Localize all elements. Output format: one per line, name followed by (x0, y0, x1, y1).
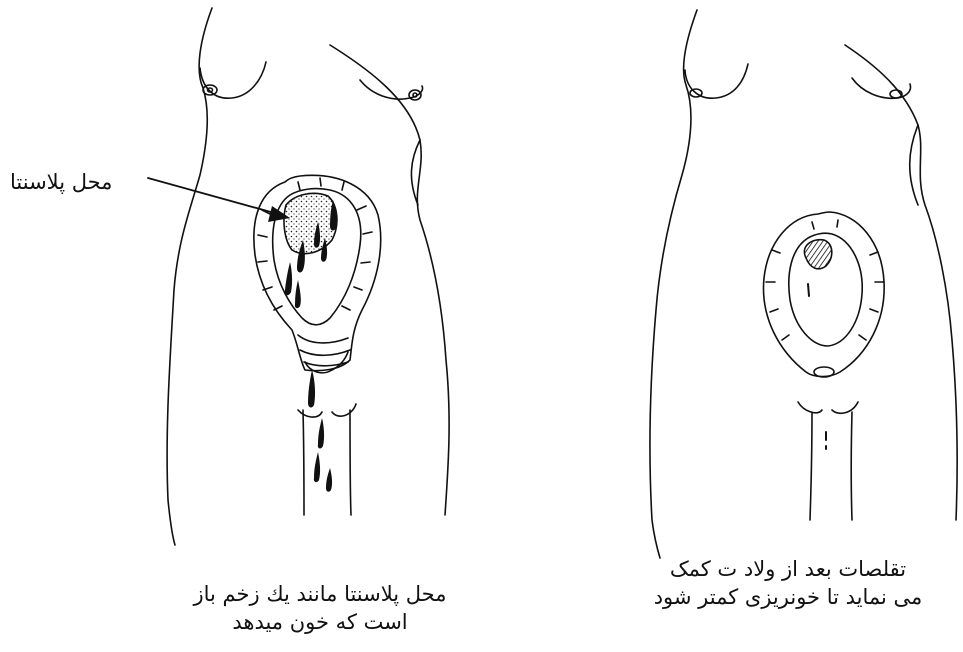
vaginal-canal (798, 402, 858, 520)
blood-drops-lower (314, 418, 332, 492)
torso-right-outline (330, 45, 449, 515)
placenta-pointer-line (148, 178, 278, 214)
caption-left-line1: محل پلاسنتا مانند يك زخم باز (150, 580, 490, 608)
left-breast (685, 64, 748, 98)
left-nipple (203, 85, 217, 95)
placenta-site-small (804, 240, 831, 269)
contracted-uterus-outer (763, 212, 884, 377)
torso-left-outline (167, 8, 212, 545)
cervix (814, 367, 834, 377)
placenta-site-label: محل پلاسنتا (10, 170, 112, 194)
figure-contracted-uterus (650, 10, 957, 558)
figure-bleeding-uterus (148, 8, 449, 545)
caption-right-line2: می نمايد تا خونريزی كمتر شود (618, 583, 958, 611)
caption-right: تقلصات بعد از ولاد ت كمک می نمايد تا خون… (618, 555, 958, 611)
placenta-site (284, 193, 337, 253)
caption-left-line2: است كه خون ميدهد (150, 608, 490, 636)
caption-left: محل پلاسنتا مانند يك زخم باز است كه خون … (150, 580, 490, 636)
caption-right-line1: تقلصات بعد از ولاد ت كمک (618, 555, 958, 583)
vaginal-canal (298, 404, 356, 515)
